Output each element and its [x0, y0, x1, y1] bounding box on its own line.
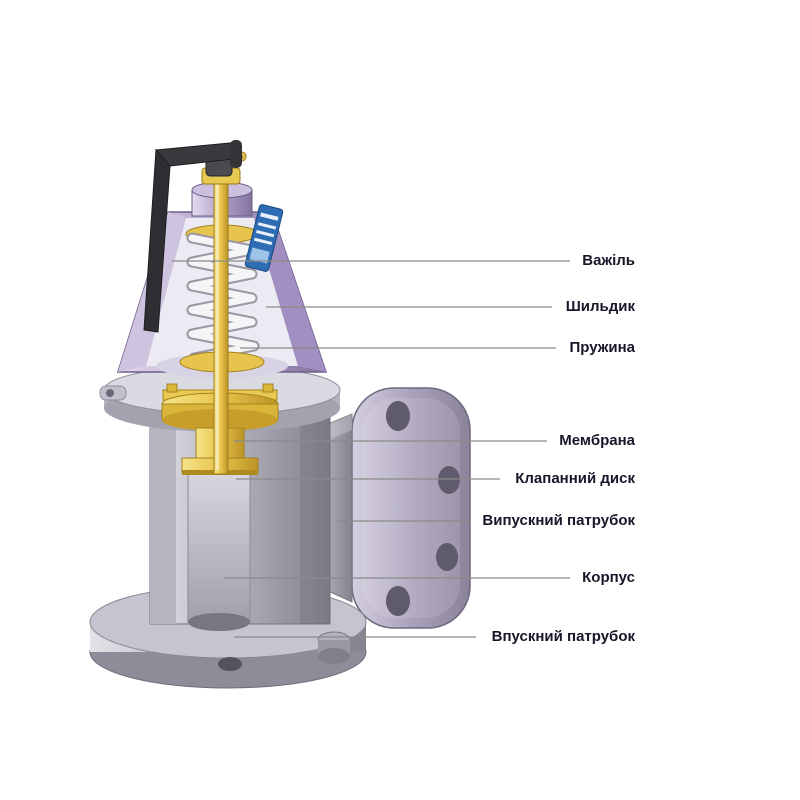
- leader-lines: [172, 260, 570, 638]
- part-label-lever: Важіль: [582, 252, 635, 269]
- part-label-body: Корпус: [582, 569, 635, 586]
- inlet-bore: [187, 473, 251, 631]
- part-label-outlet-pipe: Випускний патрубок: [482, 512, 635, 529]
- outlet-flange: [351, 387, 471, 629]
- nameplate: [244, 204, 284, 272]
- part-label-nameplate: Шильдик: [565, 298, 635, 315]
- part-label-membrane: Мембрана: [559, 432, 635, 449]
- part-label-inlet-pipe: Впускний патрубок: [491, 628, 635, 645]
- part-label-valve-disc: Клапанний диск: [515, 470, 635, 487]
- part-label-spring: Пружина: [569, 339, 635, 356]
- lever: [143, 140, 243, 333]
